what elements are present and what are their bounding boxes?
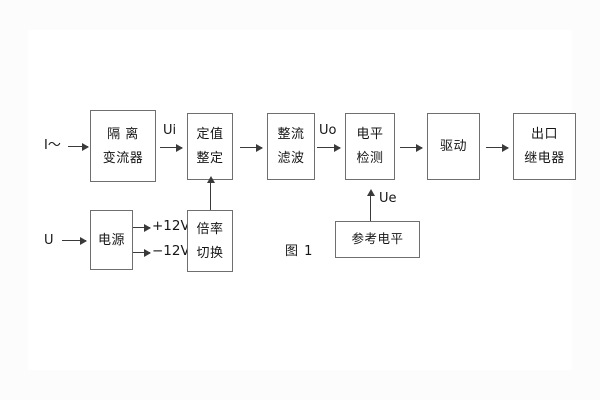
arrow-multiplier-to-setting: [206, 176, 215, 210]
block-setting-value[interactable]: 定值 整定: [187, 113, 233, 180]
arrow-voltage-to-power-supply: [62, 236, 87, 245]
arrow-rail-positive: [133, 223, 151, 232]
block-multiplier-switch-line-1: 倍率: [196, 221, 224, 237]
block-drive[interactable]: 驱动: [427, 113, 480, 180]
input-label-current: I～: [44, 138, 61, 153]
block-rectify-filter-line-2: 滤波: [277, 151, 305, 166]
arrow-reference-to-level-detect: [366, 189, 375, 221]
block-reference-level-line-1: 参考电平: [351, 231, 404, 247]
arrow-isolation-to-setting: [160, 143, 183, 152]
block-reference-level[interactable]: 参考电平: [335, 221, 420, 258]
block-rectify-filter[interactable]: 整流 滤波: [267, 113, 315, 180]
power-rail-label-positive: +12V: [152, 218, 190, 234]
arrow-rail-negative: [133, 248, 151, 257]
figure-caption: 图 1: [285, 244, 314, 259]
page-panel: [28, 30, 572, 370]
input-label-voltage: U: [44, 233, 54, 248]
block-level-detect-line-1: 电平: [356, 127, 384, 142]
block-multiplier-switch[interactable]: 倍率 切换: [187, 210, 233, 272]
block-isolation-transformer-line-1: 隔 离: [107, 126, 139, 142]
arrow-drive-to-output-relay: [486, 143, 509, 152]
block-isolation-transformer[interactable]: 隔 离 变流器: [90, 110, 156, 182]
block-drive-line-1: 驱动: [439, 139, 467, 154]
arrow-rectify-to-level: [317, 143, 341, 152]
arrow-level-to-drive: [400, 143, 423, 152]
block-rectify-filter-line-1: 整流: [277, 127, 305, 142]
block-multiplier-switch-line-2: 切换: [196, 245, 224, 261]
block-level-detect-line-2: 检测: [356, 151, 384, 166]
signal-label-uo: Uo: [319, 123, 337, 138]
block-power-supply[interactable]: 电源: [90, 210, 133, 270]
block-setting-value-line-1: 定值: [196, 127, 224, 142]
block-output-relay-line-2: 继电器: [524, 151, 565, 166]
signal-label-ui: Ui: [163, 123, 177, 138]
arrow-current-to-isolation: [68, 142, 89, 151]
block-output-relay-line-1: 出口: [530, 127, 558, 142]
block-setting-value-line-2: 整定: [196, 151, 224, 166]
block-power-supply-line-1: 电源: [97, 232, 125, 248]
signal-label-ue: Ue: [379, 191, 397, 206]
power-rail-label-negative: −12V: [152, 243, 190, 259]
block-isolation-transformer-line-2: 变流器: [102, 150, 144, 166]
block-level-detect[interactable]: 电平 检测: [345, 113, 395, 180]
block-output-relay[interactable]: 出口 继电器: [513, 113, 576, 180]
arrow-setting-to-rectify: [240, 143, 263, 152]
